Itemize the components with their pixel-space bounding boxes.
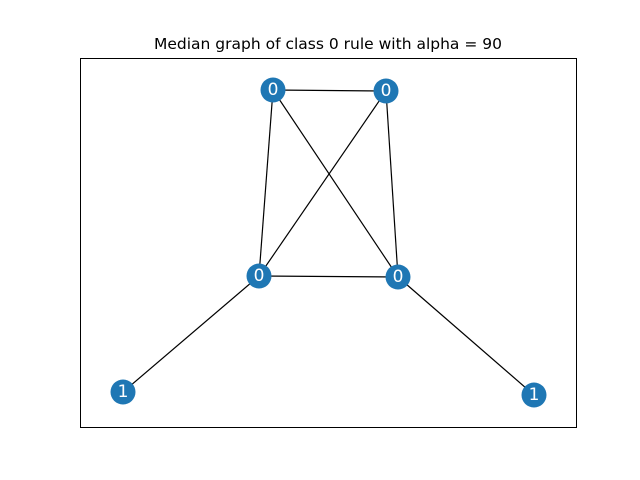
graph-node-label: 1 — [118, 382, 129, 402]
edges-layer — [122, 89, 535, 396]
graph-node-label: 0 — [381, 81, 392, 101]
graph-edge — [122, 275, 260, 393]
graph-node-circle — [110, 379, 136, 405]
graph-node: 0 — [373, 78, 399, 104]
nodes-layer: 0 0 0 0 1 1 — [110, 77, 547, 408]
graph-edge — [385, 90, 399, 278]
graph-node-label: 1 — [529, 385, 540, 405]
graph-node-label: 0 — [393, 267, 404, 287]
graph-node: 1 — [521, 382, 547, 408]
graph-node: 0 — [246, 263, 272, 289]
figure-title: Median graph of class 0 rule with alpha … — [154, 35, 502, 53]
graph-node: 1 — [110, 379, 136, 405]
graph-edge — [397, 276, 535, 396]
graph-node-label: 0 — [268, 80, 279, 100]
graph-node: 0 — [385, 264, 411, 290]
graph-edge — [258, 89, 274, 277]
graph-edge — [258, 90, 387, 277]
graph-node-circle — [521, 382, 547, 408]
graph-node-circle — [385, 264, 411, 290]
graph-node: 0 — [260, 77, 286, 103]
graph-edge — [272, 89, 387, 92]
graph-node-circle — [246, 263, 272, 289]
graph-edge — [272, 89, 399, 278]
graph-edge — [258, 275, 399, 278]
plot-frame — [80, 58, 577, 428]
graph-node-circle — [260, 77, 286, 103]
graph-node-label: 0 — [254, 266, 265, 286]
graph-node-circle — [373, 78, 399, 104]
